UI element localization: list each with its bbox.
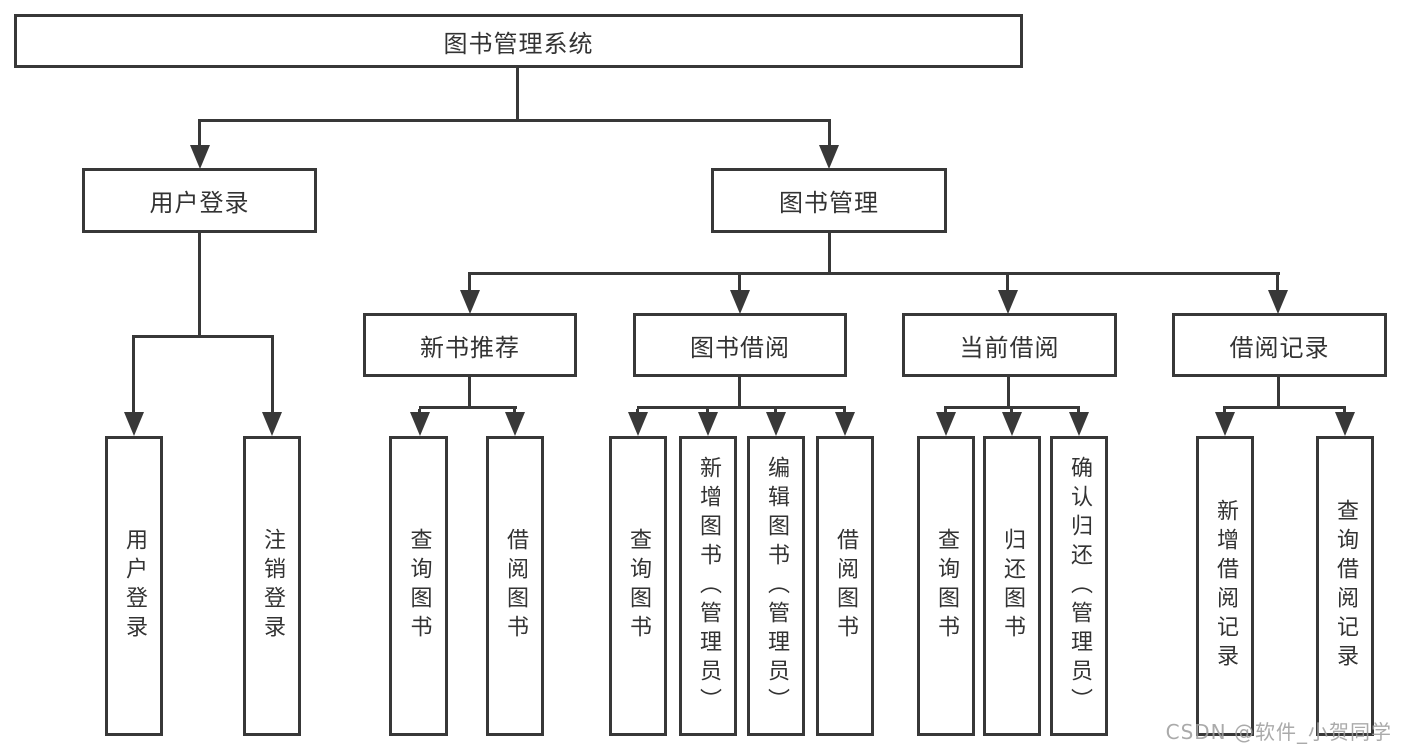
leaf-query-books-3-label: 查询图书 <box>934 528 959 644</box>
arrowhead-down <box>124 412 144 436</box>
leaf-user-login-label: 用户登录 <box>122 528 147 644</box>
leaf-query-books-1: 查询图书 <box>389 436 448 736</box>
arrowhead-down <box>1069 412 1089 436</box>
node-book-management-label: 图书管理 <box>779 189 879 217</box>
node-book-borrow: 图书借阅 <box>633 313 847 377</box>
connector-shaft <box>271 338 274 414</box>
leaf-user-login: 用户登录 <box>105 436 163 736</box>
node-user-login: 用户登录 <box>82 168 317 233</box>
arrowhead-down <box>998 290 1018 314</box>
connector-group-rail <box>1223 406 1346 409</box>
connector-group-stub <box>1007 377 1010 409</box>
node-user-login-label: 用户登录 <box>149 189 250 217</box>
arrowhead-down <box>1268 290 1288 314</box>
leaf-return-books: 归还图书 <box>983 436 1041 736</box>
arrowhead-down <box>190 145 210 169</box>
connector-group-rail <box>944 406 1080 409</box>
leaf-add-books-admin: 新增图书（管理员） <box>679 436 737 736</box>
connector-shaft <box>468 275 471 291</box>
node-root-label: 图书管理系统 <box>443 29 594 58</box>
leaf-query-borrow-record: 查询借阅记录 <box>1316 436 1374 736</box>
leaf-return-books-label: 归还图书 <box>1000 528 1025 644</box>
leaf-confirm-return-admin-label: 确认归还（管理员） <box>1067 455 1092 717</box>
leaf-query-books-2-label: 查询图书 <box>626 528 651 644</box>
leaf-add-borrow-record: 新增借阅记录 <box>1196 436 1254 736</box>
connector-shaft <box>738 275 741 291</box>
arrowhead-down <box>628 412 648 436</box>
leaf-logout-label: 注销登录 <box>260 528 285 644</box>
node-new-book-recommend: 新书推荐 <box>363 313 577 377</box>
arrowhead-down <box>460 290 480 314</box>
node-book-borrow-label: 图书借阅 <box>690 333 790 362</box>
arrowhead-down <box>505 412 525 436</box>
leaf-borrow-books-1-label: 借阅图书 <box>503 528 528 644</box>
arrowhead-down <box>766 412 786 436</box>
leaf-borrow-books-2-label: 借阅图书 <box>833 528 858 644</box>
connector-group-stub <box>738 377 741 409</box>
connector-root-stub <box>516 68 519 122</box>
arrowhead-down <box>835 412 855 436</box>
connector-level2-rail <box>198 119 831 122</box>
connector-level3-rail <box>468 272 1280 275</box>
connector-group-rail <box>637 406 846 409</box>
leaf-add-borrow-record-label: 新增借阅记录 <box>1213 499 1238 673</box>
connector-shaft <box>828 122 831 146</box>
leaf-confirm-return-admin: 确认归还（管理员） <box>1050 436 1108 736</box>
leaf-add-books-admin-label: 新增图书（管理员） <box>696 455 721 717</box>
node-borrow-records-label: 借阅记录 <box>1229 333 1330 362</box>
leaf-logout: 注销登录 <box>243 436 301 736</box>
arrowhead-down <box>698 412 718 436</box>
leaf-borrow-books-1: 借阅图书 <box>486 436 544 736</box>
node-root: 图书管理系统 <box>14 14 1023 68</box>
connector-shaft <box>1006 275 1009 291</box>
leaf-edit-books-admin: 编辑图书（管理员） <box>747 436 805 736</box>
connector-group-rail <box>419 406 517 409</box>
connector-book-mgmt-stub <box>828 233 831 274</box>
leaf-edit-books-admin-label: 编辑图书（管理员） <box>764 455 789 717</box>
node-new-book-recommend-label: 新书推荐 <box>420 333 520 362</box>
connector-shaft <box>1276 275 1279 291</box>
arrowhead-down <box>1002 412 1022 436</box>
node-current-borrow-label: 当前借阅 <box>959 333 1060 362</box>
node-book-management: 图书管理 <box>711 168 947 233</box>
leaf-query-books-2: 查询图书 <box>609 436 667 736</box>
connector-user-login-rail <box>132 335 274 338</box>
watermark: CSDN @软件_小贺同学 <box>1165 720 1392 744</box>
arrowhead-down <box>1215 412 1235 436</box>
arrowhead-down <box>819 145 839 169</box>
arrowhead-down <box>262 412 282 436</box>
node-borrow-records: 借阅记录 <box>1172 313 1387 377</box>
arrowhead-down <box>410 412 430 436</box>
arrowhead-down <box>730 290 750 314</box>
connector-shaft <box>198 122 201 146</box>
connector-shaft <box>132 338 135 414</box>
arrowhead-down <box>1335 412 1355 436</box>
connector-user-login-stub <box>198 233 201 337</box>
node-current-borrow: 当前借阅 <box>902 313 1117 377</box>
connector-group-stub <box>468 377 471 409</box>
connector-group-stub <box>1277 377 1280 409</box>
leaf-query-books-1-label: 查询图书 <box>406 528 432 644</box>
leaf-borrow-books-2: 借阅图书 <box>816 436 874 736</box>
leaf-query-books-3: 查询图书 <box>917 436 975 736</box>
leaf-query-borrow-record-label: 查询借阅记录 <box>1333 499 1358 673</box>
arrowhead-down <box>936 412 956 436</box>
